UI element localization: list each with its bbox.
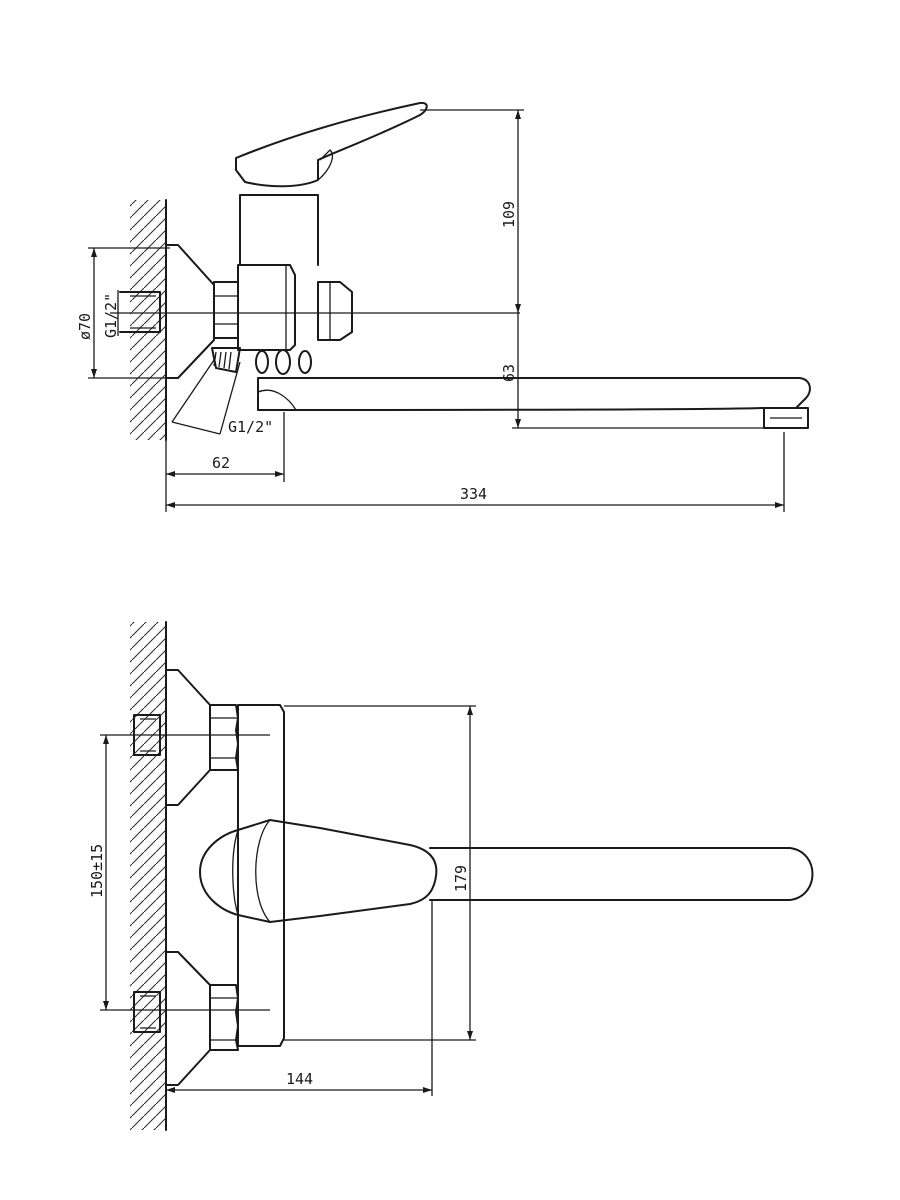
shower-outlet bbox=[211, 347, 241, 373]
dim-inlet-spacing: 150±15 bbox=[88, 735, 109, 1010]
dim-outlet-thread: G1/2" bbox=[171, 359, 273, 436]
dim-diameter-label: ø70 bbox=[76, 313, 94, 340]
dim-spout-drop: 63 bbox=[500, 313, 764, 429]
dim-body-depth: 62 bbox=[165, 412, 285, 512]
mixer-body bbox=[237, 264, 296, 351]
top-spout bbox=[429, 847, 814, 901]
spout bbox=[257, 377, 811, 411]
dim-inlet-thread: G1/2" bbox=[102, 290, 120, 338]
dim-width: 179 bbox=[284, 705, 476, 1041]
top-view: 150±15 179 144 bbox=[88, 621, 814, 1131]
lever-handle bbox=[235, 101, 428, 188]
diverter-knob bbox=[317, 281, 353, 341]
wall-hatch-bottom bbox=[130, 622, 166, 1130]
inlet-thread-label: G1/2" bbox=[102, 293, 120, 338]
outlet-thread-label: G1/2" bbox=[228, 418, 273, 436]
top-body bbox=[237, 704, 285, 1047]
dim-spout-drop-label: 63 bbox=[500, 364, 518, 382]
dim-diameter: ø70 bbox=[76, 247, 170, 379]
hex-nut bbox=[213, 281, 239, 339]
dim-total-length: 334 bbox=[166, 432, 785, 512]
cartridge-housing bbox=[239, 194, 319, 266]
dim-inlet-spacing-label: 150±15 bbox=[88, 844, 106, 898]
dim-total-length-label: 334 bbox=[460, 485, 487, 503]
top-lever bbox=[199, 819, 438, 923]
inlet-pipe bbox=[119, 291, 161, 333]
dim-body-depth-label: 62 bbox=[212, 454, 230, 472]
side-view: ø70 G1/2" G1/2" 109 63 bbox=[76, 101, 811, 512]
aerator bbox=[763, 407, 809, 429]
escutcheon-cone bbox=[165, 244, 215, 379]
dim-height: 109 bbox=[420, 109, 524, 313]
dim-width-label: 179 bbox=[452, 865, 470, 892]
dim-handle-offset: 144 bbox=[166, 900, 433, 1096]
spout-collar-rings bbox=[255, 349, 312, 375]
dim-handle-offset-label: 144 bbox=[286, 1070, 313, 1088]
dim-height-label: 109 bbox=[500, 201, 518, 228]
